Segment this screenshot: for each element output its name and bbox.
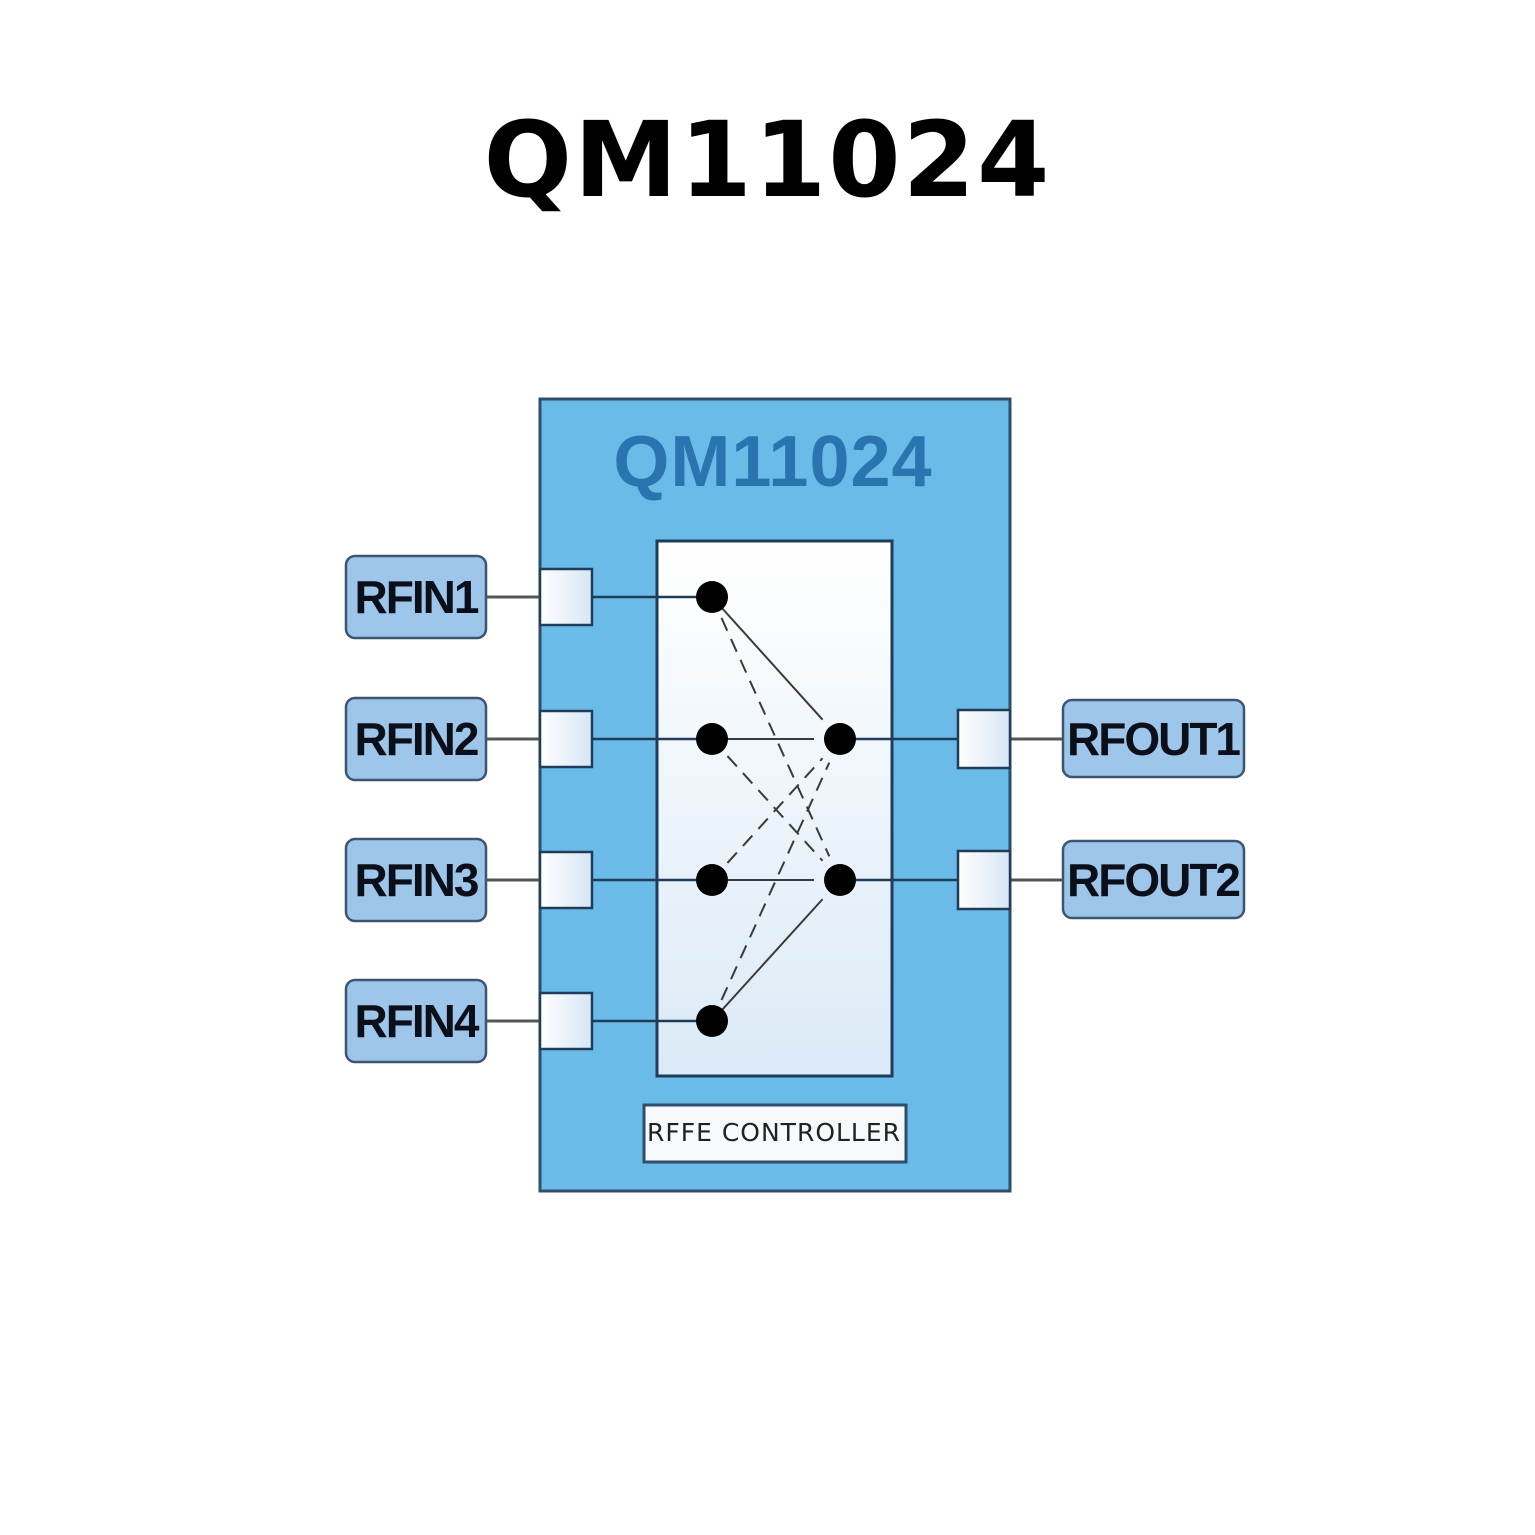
pin-label-rfin1: RFIN1	[355, 571, 479, 623]
pad-rfin3	[538, 850, 594, 910]
rffe-controller-box	[642, 1103, 908, 1164]
pad-rfin4	[538, 991, 594, 1051]
pin-box-rfin1	[344, 554, 488, 640]
switch-path-rfin2-rfout2-dashed	[711, 738, 824, 862]
node-rfout1	[824, 723, 856, 755]
pin-box-rfin2	[344, 696, 488, 782]
switch-path-rfin4-rfout1-dashed	[711, 762, 831, 1022]
switch-path-rfin4-rfout2-solid	[711, 898, 824, 1022]
switch-path-rfin3-rfout1-dashed	[711, 757, 824, 881]
pad-rfin1	[538, 567, 594, 627]
pad-rfin2	[538, 709, 594, 769]
pin-box-rfout2	[1061, 839, 1246, 920]
switch-paths	[711, 596, 831, 1022]
pin-box-rfout1	[1061, 698, 1246, 779]
pad-rfout1	[956, 708, 1012, 770]
pin-label-rfin3: RFIN3	[355, 854, 478, 906]
node-rfin3	[696, 864, 728, 896]
switch-path-rfin1-rfout2-dashed	[711, 596, 831, 857]
pin-label-rfout2: RFOUT2	[1067, 854, 1239, 906]
node-rfin4	[696, 1005, 728, 1037]
pad-rfout2	[956, 849, 1012, 911]
chip-label: QM11024	[613, 422, 932, 502]
rffe-controller-label: RFFE CONTROLLER	[647, 1118, 901, 1147]
switch-path-rfin1-rfout1-solid	[711, 596, 824, 721]
pin-box-rfin4	[344, 978, 488, 1064]
node-rfin2	[696, 723, 728, 755]
pin-label-rfout1: RFOUT1	[1067, 713, 1240, 765]
pin-box-rfin3	[344, 837, 488, 923]
switch-nodes	[696, 581, 856, 1037]
wires	[486, 595, 1063, 1023]
node-rfin1	[696, 581, 728, 613]
page-title: QM11024	[483, 99, 1052, 221]
pin-label-rfin2: RFIN2	[355, 713, 478, 765]
node-rfout2	[824, 864, 856, 896]
pin-label-rfin4: RFIN4	[355, 995, 480, 1047]
